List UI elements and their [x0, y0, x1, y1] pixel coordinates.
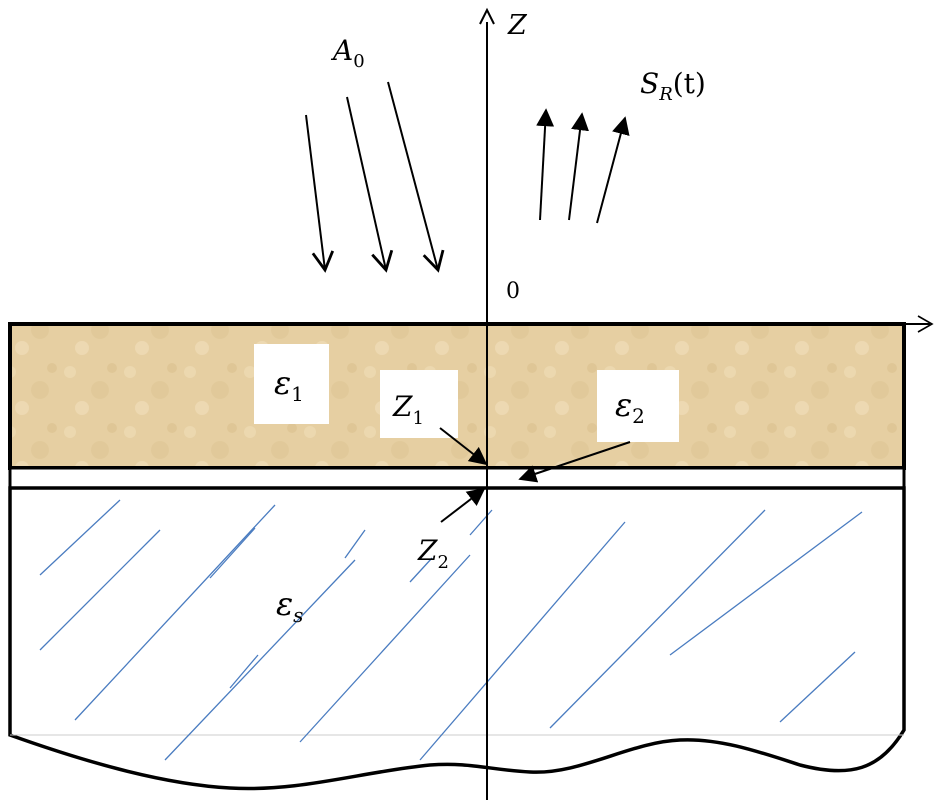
arrow-up-icon	[536, 108, 555, 221]
incident-amplitude-label: A0	[330, 34, 365, 72]
z1-pointer-arrow	[439, 427, 488, 466]
substrate-eps-s	[8, 486, 906, 791]
arrow-down-icon	[387, 81, 445, 273]
z-axis-label: Z	[507, 10, 528, 41]
z1-label: Z1	[392, 390, 424, 429]
hatch-line	[164, 559, 356, 761]
incident-wave-arrows	[305, 81, 445, 273]
eps-s-label: εs	[276, 585, 303, 627]
arrow-down-icon	[346, 96, 394, 273]
hatch-line	[549, 509, 766, 729]
arrow-up-icon	[568, 112, 589, 221]
origin-label: 0	[506, 279, 520, 304]
eps1-label: ε1	[274, 364, 304, 406]
hatch-line	[669, 511, 863, 656]
eps2-label-box	[597, 370, 679, 442]
hatch-line	[39, 529, 161, 651]
reflected-signal-label: SR(t)	[640, 67, 706, 105]
hatch-line	[209, 527, 256, 579]
hatch-line	[469, 509, 493, 536]
hatch-line	[419, 521, 626, 761]
hatch-line	[229, 654, 259, 689]
hatch-line	[409, 557, 433, 583]
interface-pointers	[439, 427, 631, 523]
hatch-line	[39, 499, 121, 576]
reflected-wave-arrows	[536, 108, 630, 224]
thin-layer-eps2	[8, 466, 906, 490]
hatch-line	[779, 651, 856, 723]
z-axis-arrowhead	[479, 7, 495, 25]
eps1-label-box	[254, 344, 329, 424]
hatch-line	[344, 529, 366, 559]
arrow-up-icon	[596, 116, 630, 224]
hatch-line	[299, 554, 471, 743]
x-axis-arrowhead	[917, 315, 934, 333]
eps2-pointer-arrow	[518, 441, 631, 483]
z2-label: Z2	[417, 534, 449, 573]
arrow-down-icon	[305, 114, 335, 273]
eps2-label: ε2	[615, 386, 645, 428]
hatch-line	[74, 504, 276, 721]
substrate-hatching	[39, 499, 863, 761]
z2-pointer-arrow	[440, 487, 486, 523]
z1-label-box	[380, 370, 458, 438]
